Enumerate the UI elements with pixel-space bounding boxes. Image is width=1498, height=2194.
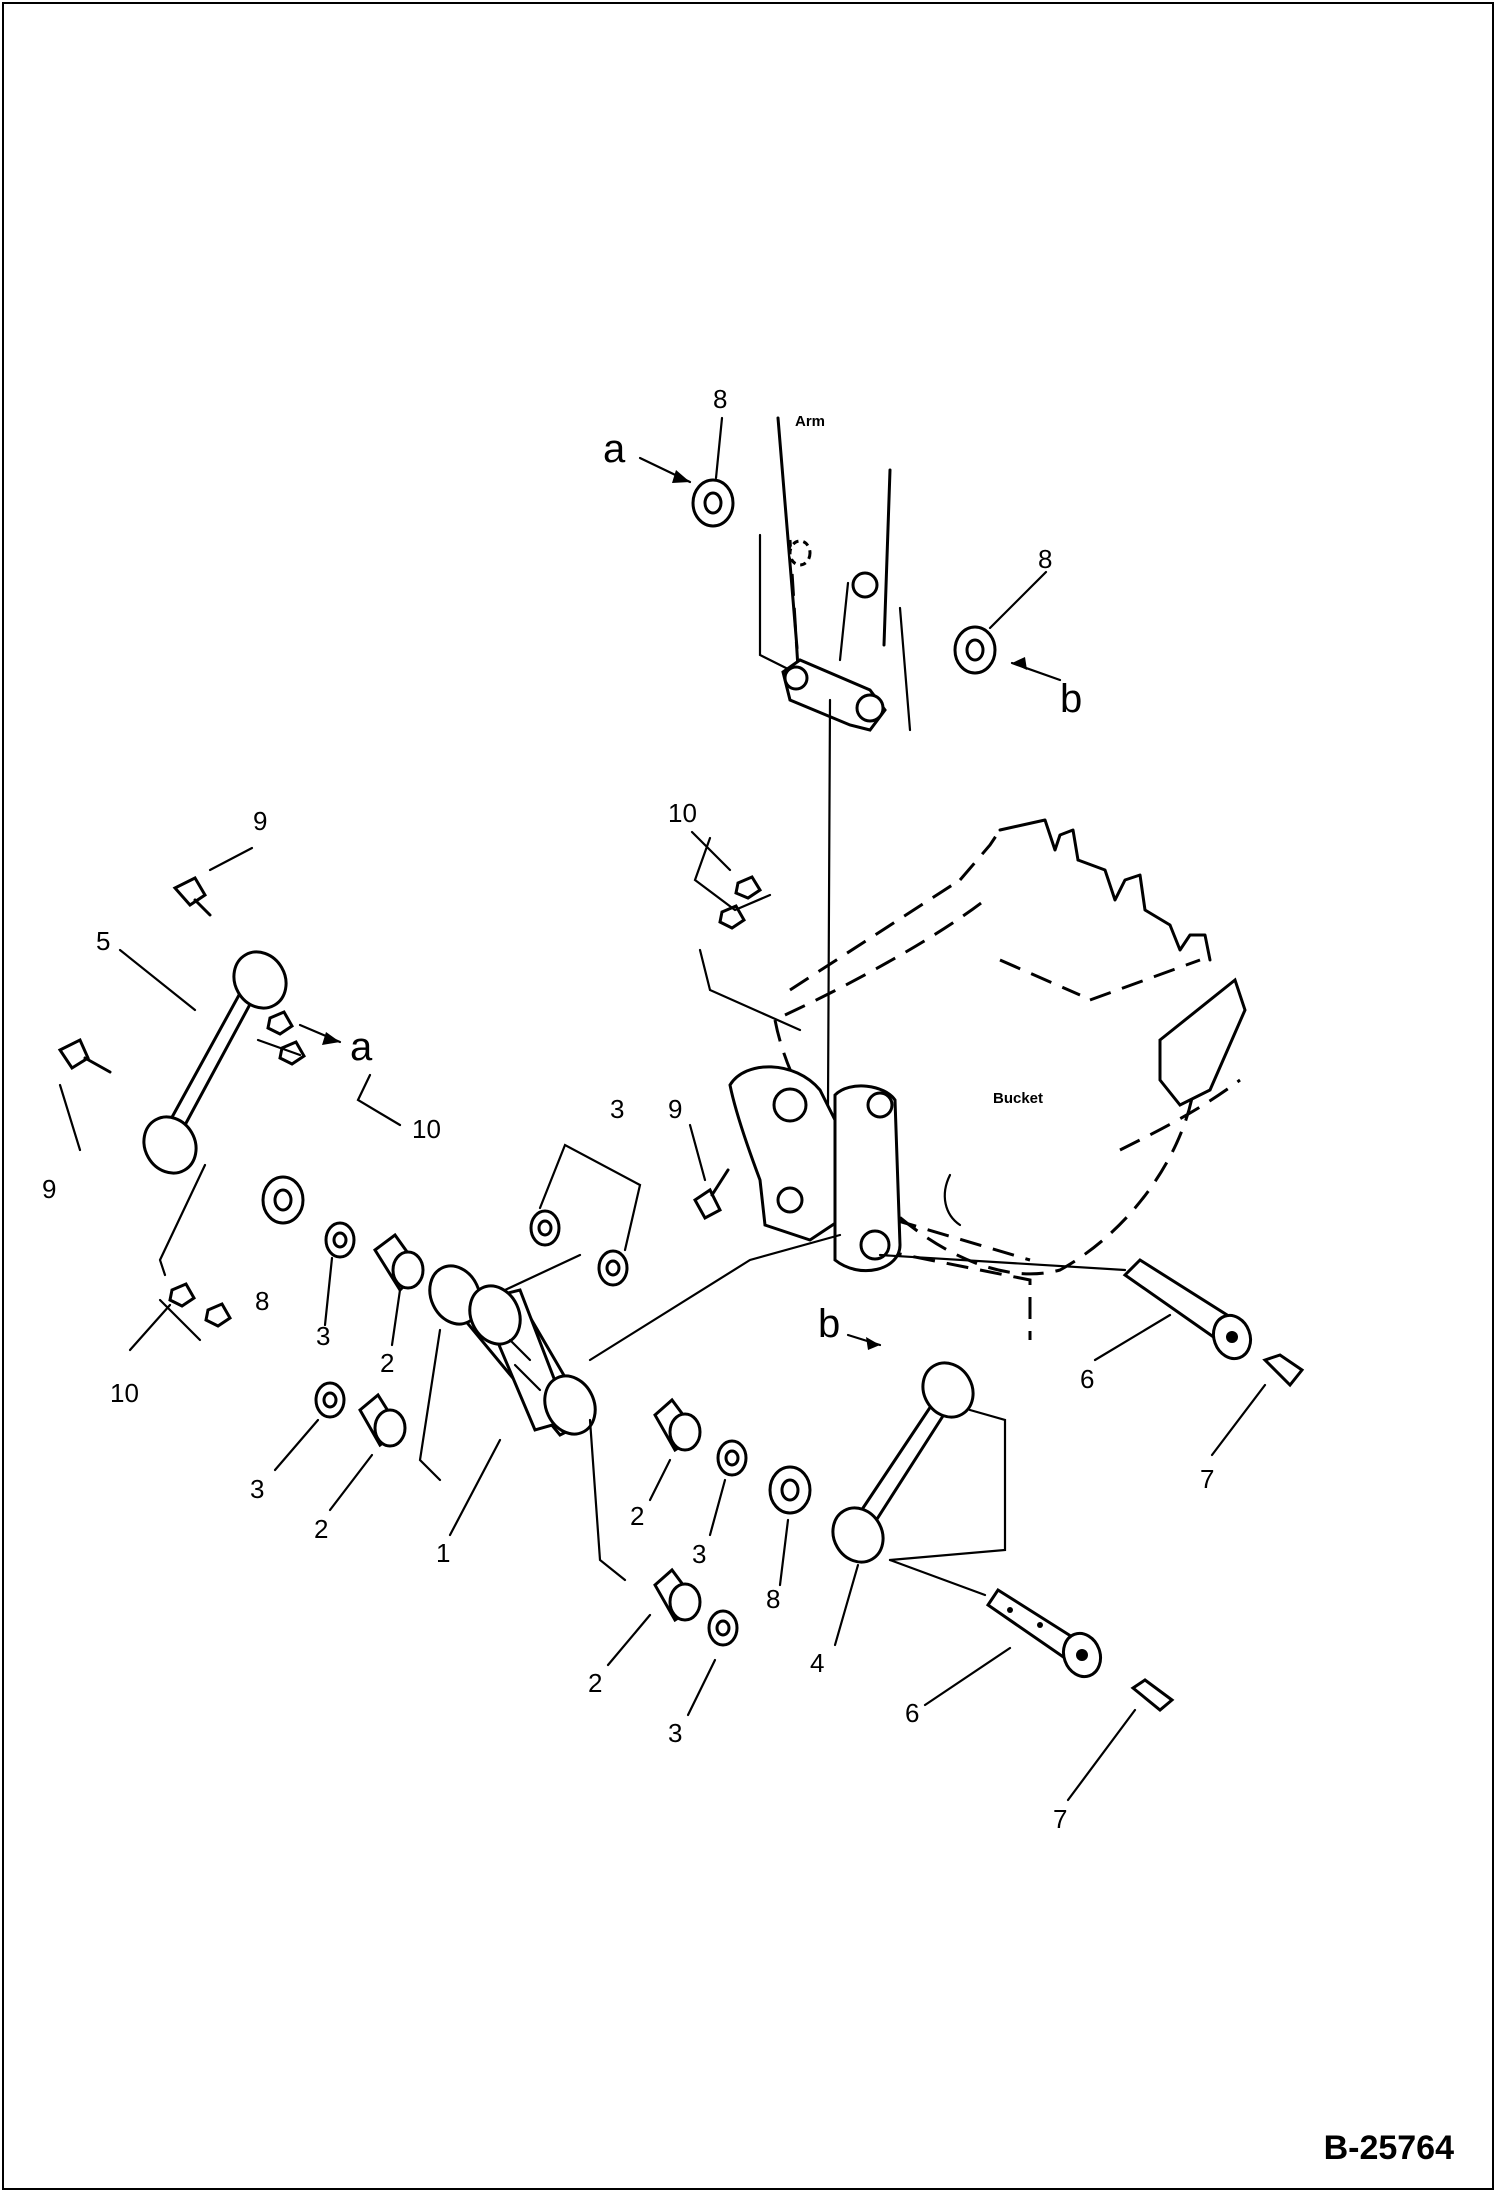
- callout-2: 2: [314, 1514, 328, 1544]
- view-arrows: [298, 456, 1062, 1350]
- part-5-link-rod: [142, 950, 288, 1277]
- callout-7: 7: [1200, 1464, 1214, 1494]
- callout-3: 3: [668, 1718, 682, 1748]
- bucket: [728, 698, 1247, 1340]
- callout-8: 8: [255, 1286, 269, 1316]
- callout-10: 10: [668, 798, 697, 828]
- view-marker-a-link: a: [350, 1025, 373, 1069]
- view-marker-b-arm: b: [1060, 677, 1082, 721]
- part-2-bushings: [358, 1232, 702, 1623]
- part-9-bolts: [57, 876, 730, 1221]
- arm-caption: Arm: [795, 413, 825, 430]
- callout-3: 3: [610, 1094, 624, 1124]
- part-4-link-rod: [831, 1361, 1007, 1597]
- arm: [758, 416, 912, 732]
- callout-3: 3: [692, 1539, 706, 1569]
- callout-1: 1: [436, 1538, 450, 1568]
- part-6-pin-lower: [985, 1587, 1103, 1679]
- view-marker-b-link: b: [818, 1302, 840, 1346]
- callout-4: 4: [810, 1648, 824, 1678]
- part-3-seals: [314, 1143, 748, 1647]
- part-7-grease-fitting-lower: [1130, 1678, 1175, 1712]
- callout-leaders: [58, 416, 1267, 1802]
- callout-10: 10: [412, 1114, 441, 1144]
- callout-6: 6: [905, 1698, 919, 1728]
- bucket-caption: Bucket: [993, 1090, 1043, 1107]
- callout-9: 9: [668, 1094, 682, 1124]
- view-marker-a-arm: a: [603, 427, 626, 471]
- drawing-number: B-25764: [1323, 2129, 1454, 2167]
- part-1-link: [418, 1233, 842, 1582]
- callout-8: 8: [1038, 544, 1052, 574]
- part-6-pin-upper: [878, 1253, 1253, 1361]
- callout-10: 10: [110, 1378, 139, 1408]
- callout-5: 5: [96, 926, 110, 956]
- callout-6: 6: [1080, 1364, 1094, 1394]
- callout-8: 8: [766, 1584, 780, 1614]
- callout-9: 9: [253, 806, 267, 836]
- callout-9: 9: [42, 1174, 56, 1204]
- callout-3: 3: [316, 1321, 330, 1351]
- callout-3: 3: [250, 1474, 264, 1504]
- part-10-nuts: [168, 875, 763, 1328]
- callout-2: 2: [380, 1348, 394, 1378]
- callout-7: 7: [1053, 1804, 1067, 1834]
- callout-2: 2: [588, 1668, 602, 1698]
- callout-8: 8: [713, 384, 727, 414]
- part-7-grease-fitting-upper: [1262, 1353, 1305, 1388]
- callout-2: 2: [630, 1501, 644, 1531]
- callout-numbers: 8 8 10 9 5 10 9 3 9 8 3 2 10 3 2 1 2 3 8…: [42, 384, 1214, 1834]
- part-8-washers: [261, 478, 997, 1515]
